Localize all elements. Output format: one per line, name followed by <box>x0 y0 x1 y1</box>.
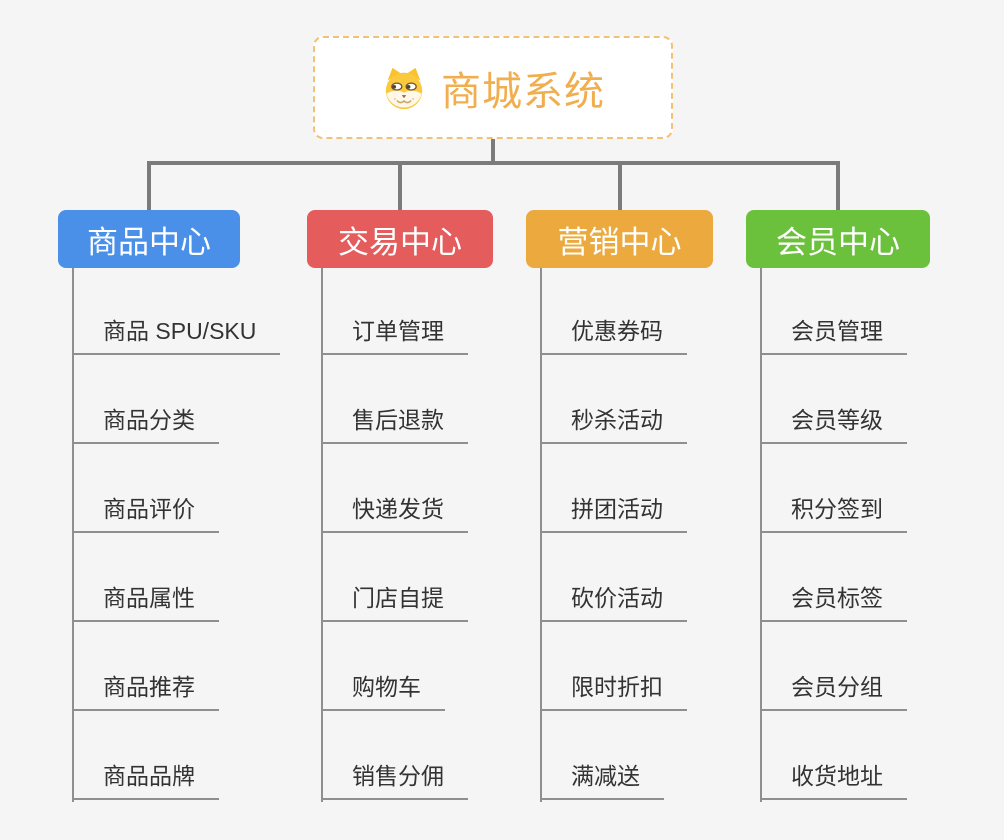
branch-header-trade-center[interactable]: 交易中心 <box>307 210 493 268</box>
connector-drop-1 <box>147 161 151 210</box>
leaf-node[interactable]: 商品 SPU/SKU <box>72 315 281 355</box>
branch-product-center: 商品中心 商品 SPU/SKU 商品分类 商品评价 商品属性 商品推荐 商品品牌 <box>58 210 304 810</box>
leaf-node[interactable]: 商品品牌 <box>72 760 219 800</box>
leaf-node[interactable]: 会员分组 <box>760 671 907 711</box>
leaf-node[interactable]: 会员管理 <box>760 315 907 355</box>
branch-trunk-line <box>321 268 323 802</box>
leaf-node[interactable]: 会员标签 <box>760 582 907 622</box>
connector-drop-3 <box>618 161 622 210</box>
branch-trunk-line <box>72 268 74 802</box>
leaf-node[interactable]: 门店自提 <box>321 582 468 622</box>
connector-drop-4 <box>836 161 840 210</box>
connector-root-stub <box>491 139 495 165</box>
leaf-node[interactable]: 订单管理 <box>321 315 468 355</box>
leaf-node[interactable]: 商品评价 <box>72 493 219 533</box>
leaf-node[interactable]: 商品推荐 <box>72 671 219 711</box>
connector-drop-2 <box>398 161 402 210</box>
dog-face-icon <box>385 67 423 109</box>
leaf-node[interactable]: 限时折扣 <box>540 671 687 711</box>
branch-trunk-line <box>760 268 762 802</box>
branch-trunk-line <box>540 268 542 802</box>
leaf-node[interactable]: 拼团活动 <box>540 493 687 533</box>
leaf-node[interactable]: 满减送 <box>540 760 664 800</box>
branch-member-center: 会员中心 会员管理 会员等级 积分签到 会员标签 会员分组 收货地址 <box>746 210 976 810</box>
leaf-node[interactable]: 秒杀活动 <box>540 404 687 444</box>
leaf-node[interactable]: 商品属性 <box>72 582 219 622</box>
branch-header-member-center[interactable]: 会员中心 <box>746 210 930 268</box>
branch-header-marketing-center[interactable]: 营销中心 <box>526 210 713 268</box>
leaf-node[interactable]: 快递发货 <box>321 493 468 533</box>
leaf-node[interactable]: 售后退款 <box>321 404 468 444</box>
connector-horizontal <box>147 161 840 165</box>
leaf-node[interactable]: 销售分佣 <box>321 760 468 800</box>
leaf-node[interactable]: 收货地址 <box>760 760 907 800</box>
root-node[interactable]: 商城系统 <box>313 36 673 139</box>
leaf-node[interactable]: 商品分类 <box>72 404 219 444</box>
branch-marketing-center: 营销中心 优惠券码 秒杀活动 拼团活动 砍价活动 限时折扣 满减送 <box>526 210 756 810</box>
leaf-node[interactable]: 购物车 <box>321 671 445 711</box>
branch-header-product-center[interactable]: 商品中心 <box>58 210 240 268</box>
root-title: 商城系统 <box>441 69 605 114</box>
leaf-node[interactable]: 积分签到 <box>760 493 907 533</box>
leaf-node[interactable]: 优惠券码 <box>540 315 687 355</box>
branch-trade-center: 交易中心 订单管理 售后退款 快递发货 门店自提 购物车 销售分佣 <box>307 210 537 810</box>
leaf-node[interactable]: 会员等级 <box>760 404 907 444</box>
leaf-node[interactable]: 砍价活动 <box>540 582 687 622</box>
